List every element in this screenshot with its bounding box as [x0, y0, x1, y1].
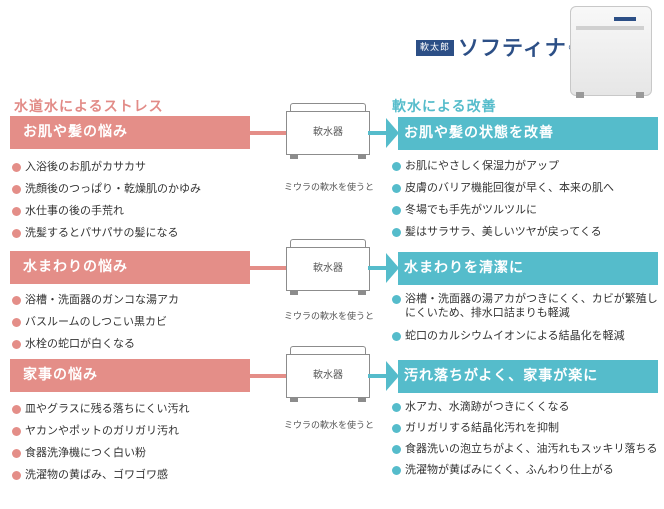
brand-logo: 軟太郎 ソフティナ® [416, 36, 577, 60]
list-item: 食器洗浄機につく白い粉 [12, 446, 252, 460]
list-item: 冬場でも手先がツルツルに [392, 203, 660, 217]
arrow-right-icon [386, 361, 399, 391]
bullet-icon [12, 340, 21, 349]
left-heading: 水道水によるストレス [14, 99, 164, 115]
bullet-icon [12, 405, 21, 414]
connector-line [250, 374, 290, 378]
list-item: 食器洗いの泡立ちがよく、油汚れもスッキリ落ちる [392, 442, 660, 456]
bullet-icon [12, 427, 21, 436]
list-item: 浴槽・洗面器のガンコな湯アカ [12, 293, 252, 307]
list-item: 皿やグラスに残る落ちにくい汚れ [12, 402, 252, 416]
solution-banner-skin-hair: お肌や髪の状態を改善 [398, 117, 658, 150]
bullet-icon [12, 449, 21, 458]
bullet-icon [392, 466, 401, 475]
device-label: 軟水器 [313, 370, 343, 381]
brand-tag: 軟太郎 [416, 40, 455, 56]
bullet-icon [392, 162, 401, 171]
softener-device-icon: 軟水器 [286, 103, 370, 159]
problem-banner-water-area: 水まわりの悩み [10, 251, 250, 284]
list-item: バスルームのしつこい黒カビ [12, 315, 252, 329]
bullet-icon [12, 296, 21, 305]
connector-line [368, 131, 392, 135]
problem-list-housework: 皿やグラスに残る落ちにくい汚れ ヤカンやポットのガリガリ汚れ 食器洗浄機につく白… [12, 402, 252, 482]
bullet-icon [392, 424, 401, 433]
bullet-icon [12, 185, 21, 194]
solution-list-water-area: 浴槽・洗面器の湯アカがつきにくく、カビが繁殖しにくいため、排水口詰まりも軽減 蛇… [392, 292, 660, 343]
solution-list-skin-hair: お肌にやさしく保湿力がアップ 皮膚のバリア機能回復が早く、本来の肌へ 冬場でも手… [392, 159, 660, 239]
bullet-icon [12, 163, 21, 172]
bullet-icon [392, 332, 401, 341]
list-item: 入浴後のお肌がカサカサ [12, 160, 252, 174]
bullet-icon [12, 229, 21, 238]
solution-list-housework: 水アカ、水滴跡がつきにくくなる ガリガリする結晶化汚れを抑制 食器洗いの泡立ちが… [392, 400, 660, 477]
device-caption: ミウラの軟水を使うと [283, 183, 374, 193]
connector-line [368, 374, 392, 378]
problem-list-water-area: 浴槽・洗面器のガンコな湯アカ バスルームのしつこい黒カビ 水栓の蛇口が白くなる [12, 293, 252, 351]
problem-list-skin-hair: 入浴後のお肌がカサカサ 洗顔後のつっぱり・乾燥肌のかゆみ 水仕事の後の手荒れ 洗… [12, 160, 252, 240]
softener-device-icon: 軟水器 [286, 239, 370, 295]
bullet-icon [392, 445, 401, 454]
list-item: 水栓の蛇口が白くなる [12, 337, 252, 351]
list-item: 皮膚のバリア機能回復が早く、本来の肌へ [392, 181, 660, 195]
softener-device-icon: 軟水器 [286, 346, 370, 402]
right-heading: 軟水による改善 [392, 99, 497, 115]
brand-name: ソフティナ® [458, 36, 577, 60]
device-caption: ミウラの軟水を使うと [283, 312, 374, 322]
problem-banner-housework: 家事の悩み [10, 359, 250, 392]
solution-banner-water-area: 水まわりを清潔に [398, 252, 658, 285]
list-item: ヤカンやポットのガリガリ汚れ [12, 424, 252, 438]
bullet-icon [392, 184, 401, 193]
water-softener-product-image [570, 6, 654, 98]
bullet-icon [392, 295, 401, 304]
arrow-right-icon [386, 118, 399, 148]
connector-line [250, 131, 290, 135]
list-item: 髪はサラサラ、美しいツヤが戻ってくる [392, 225, 660, 239]
list-item: 蛇口のカルシウムイオンによる結晶化を軽減 [392, 329, 660, 343]
list-item: 洗顔後のつっぱり・乾燥肌のかゆみ [12, 182, 252, 196]
list-item: 洗濯物が黄ばみにくく、ふんわり仕上がる [392, 463, 660, 477]
list-item: ガリガリする結晶化汚れを抑制 [392, 421, 660, 435]
problem-banner-skin-hair: お肌や髪の悩み [10, 116, 250, 149]
bullet-icon [12, 207, 21, 216]
arrow-right-icon [386, 253, 399, 283]
list-item: 水仕事の後の手荒れ [12, 204, 252, 218]
bullet-icon [392, 206, 401, 215]
list-item: 浴槽・洗面器の湯アカがつきにくく、カビが繁殖しにくいため、排水口詰まりも軽減 [392, 292, 660, 320]
device-label: 軟水器 [313, 127, 343, 138]
bullet-icon [12, 471, 21, 480]
device-caption: ミウラの軟水を使うと [283, 421, 374, 431]
connector-line [250, 266, 290, 270]
unit-logo-mark [614, 17, 636, 21]
list-item: 水アカ、水滴跡がつきにくくなる [392, 400, 660, 414]
solution-banner-housework: 汚れ落ちがよく、家事が楽に [398, 360, 658, 393]
bullet-icon [12, 318, 21, 327]
device-label: 軟水器 [313, 263, 343, 274]
list-item: 洗濯物の黄ばみ、ゴワゴワ感 [12, 468, 252, 482]
connector-line [368, 266, 392, 270]
list-item: お肌にやさしく保湿力がアップ [392, 159, 660, 173]
list-item: 洗髪するとパサパサの髪になる [12, 226, 252, 240]
bullet-icon [392, 403, 401, 412]
bullet-icon [392, 228, 401, 237]
